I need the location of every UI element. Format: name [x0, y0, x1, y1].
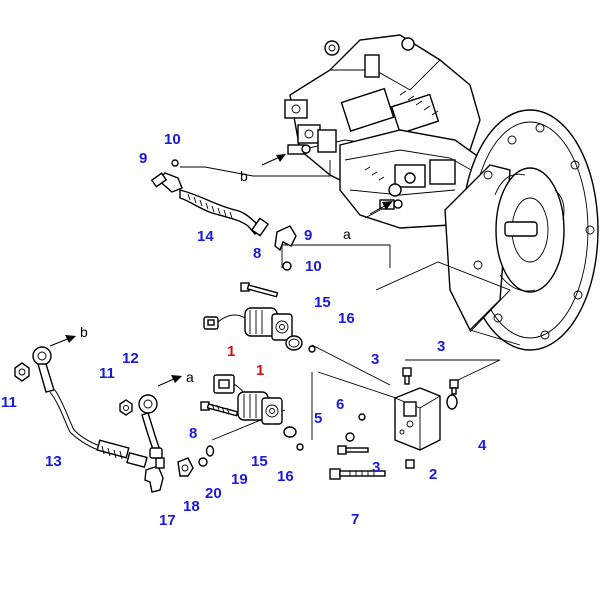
- valve-block-2: [394, 387, 441, 451]
- solenoid-valve-lower: [200, 374, 283, 425]
- callout-3-top: 3: [371, 351, 379, 368]
- callout-4: 4: [478, 437, 487, 454]
- callout-1-lower: 1: [256, 362, 264, 379]
- callout-16-lower: 16: [277, 468, 294, 485]
- port-letter-a-upper: a: [343, 226, 351, 242]
- block-hardware: [329, 367, 459, 480]
- callout-1-upper: 1: [227, 343, 235, 360]
- callout-11-left: 11: [1, 394, 17, 411]
- callout-20: 20: [205, 485, 222, 502]
- o-ring-10-mid: [282, 261, 292, 271]
- callout-9-left: 9: [139, 150, 147, 167]
- callout-15-lower: 15: [251, 453, 268, 470]
- callout-10-mid: 10: [305, 258, 322, 275]
- callout-15-upper: 15: [314, 294, 331, 311]
- callout-6: 6: [336, 396, 344, 413]
- callout-3-bottom: 3: [372, 459, 380, 476]
- main-pump-assembly: [284, 34, 599, 351]
- callout-11-middle: 11: [99, 365, 115, 382]
- solenoid-valve-upper: [203, 282, 293, 341]
- flow-arrows: [49, 154, 393, 387]
- callout-numbers: 10 9 14 9 8 10 15 16 1 11 12 11 1 3 3 8 …: [1, 131, 487, 529]
- callout-19: 19: [231, 471, 248, 488]
- callout-3-right: 3: [437, 338, 445, 355]
- callout-17: 17: [159, 512, 176, 529]
- hose-14-assembly: [150, 159, 297, 271]
- port-letter-b-upper: b: [240, 168, 248, 184]
- o-ring-10-upper: [171, 159, 179, 167]
- o-rings-upper: [285, 335, 316, 353]
- callout-10-upper: 10: [164, 131, 181, 148]
- callout-16-upper: 16: [338, 310, 355, 327]
- callout-8-upper: 8: [253, 245, 261, 262]
- fitting-12-assembly: [119, 394, 163, 459]
- callout-18: 18: [183, 498, 200, 515]
- callout-5: 5: [314, 410, 322, 427]
- port-letters: b a b a: [80, 168, 351, 385]
- callout-7: 7: [351, 511, 359, 528]
- hose-13-assembly: [14, 346, 215, 493]
- callout-9-right: 9: [304, 227, 312, 244]
- port-letter-b-lower: b: [80, 324, 88, 340]
- callout-12: 12: [122, 350, 139, 367]
- callout-13: 13: [45, 453, 62, 470]
- callout-2: 2: [429, 466, 437, 483]
- callout-8-lower: 8: [189, 425, 197, 442]
- callout-14: 14: [197, 228, 214, 245]
- o-rings-lower: [283, 426, 304, 451]
- port-letter-a-lower: a: [186, 369, 194, 385]
